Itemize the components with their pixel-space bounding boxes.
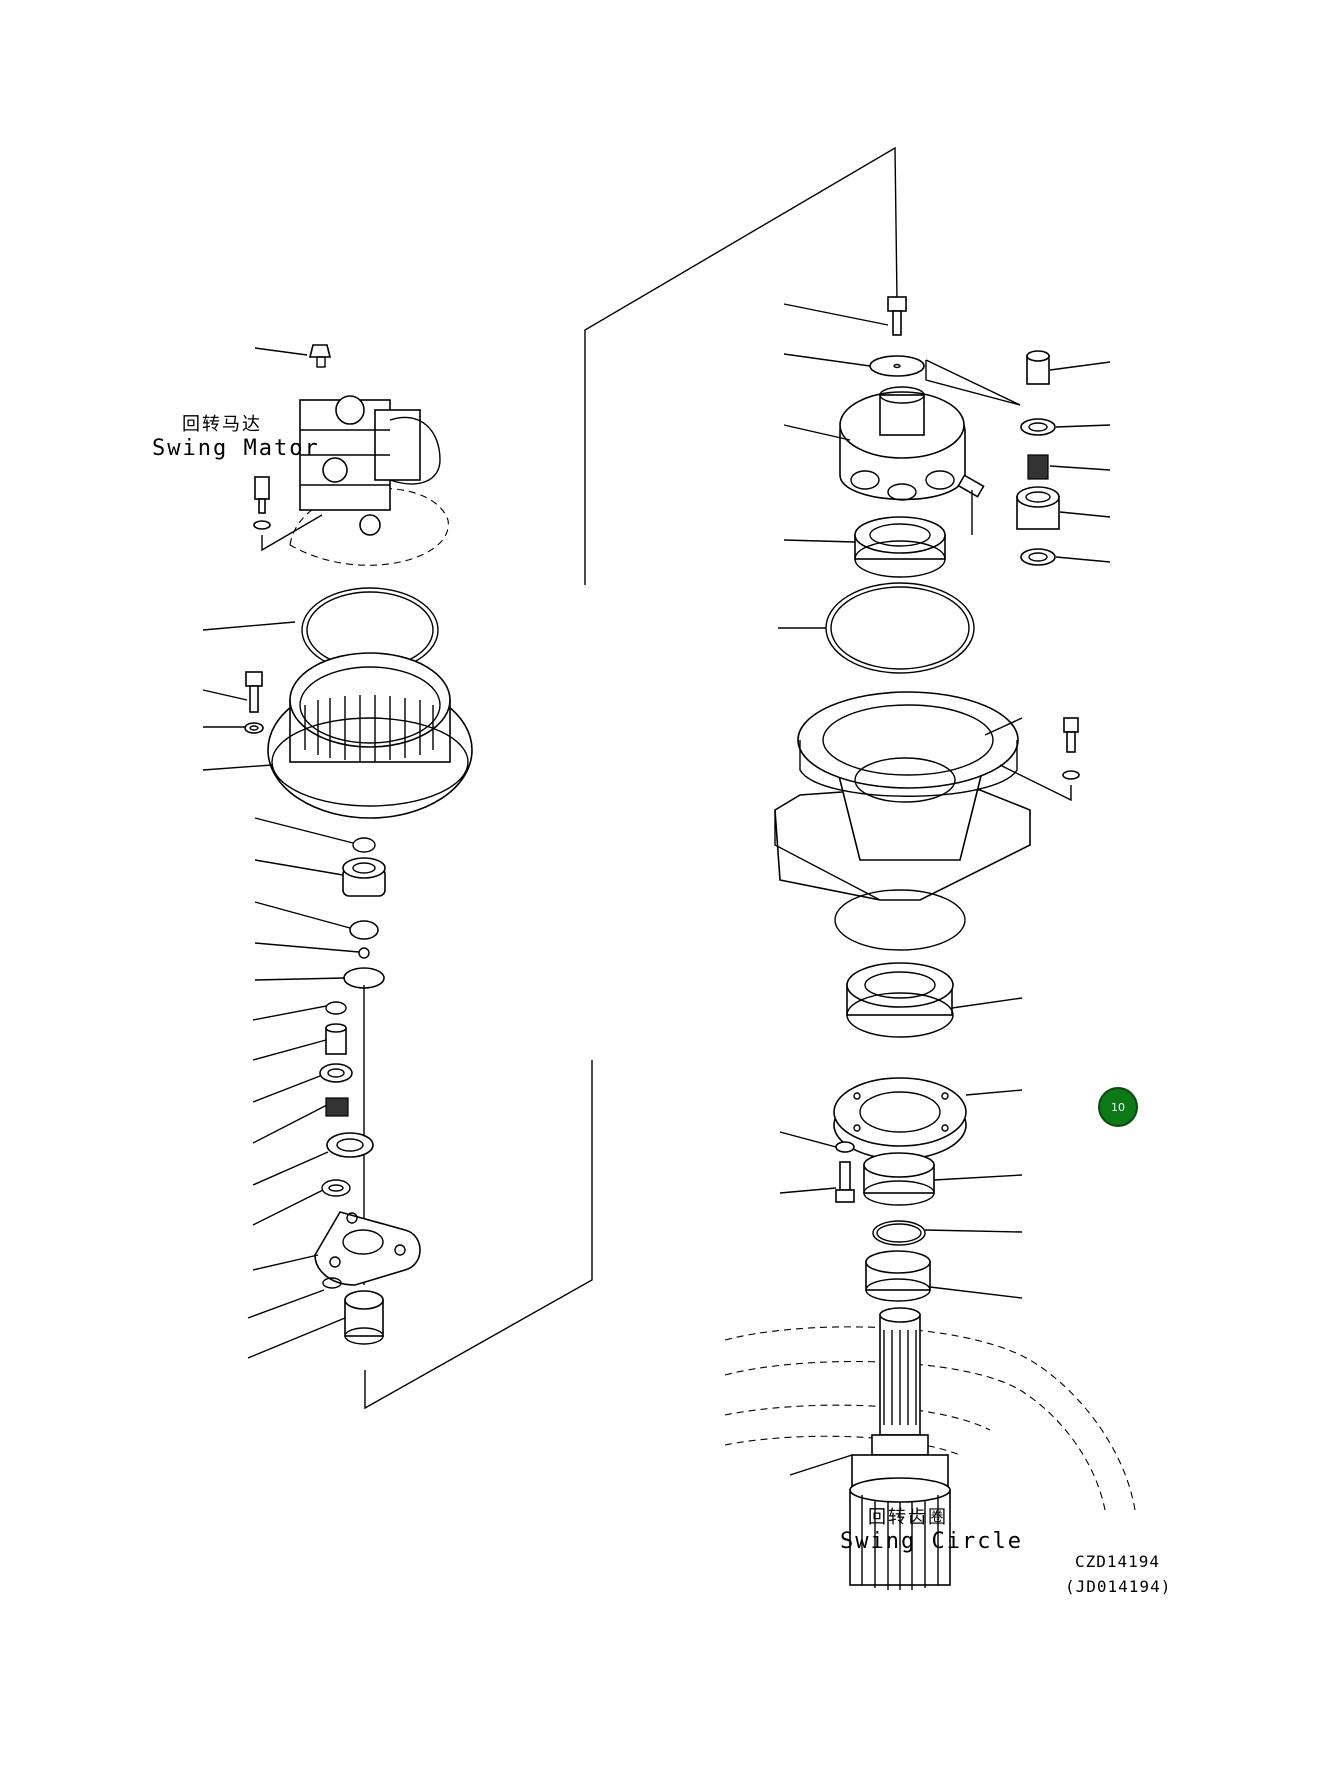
planet-carrier-left bbox=[314, 1211, 421, 1345]
drawing-code-alt: (JD014194) bbox=[1065, 1577, 1172, 1596]
swing-machinery-housing bbox=[774, 691, 1080, 951]
o-ring-large-right bbox=[825, 582, 975, 674]
bearing-upper-right bbox=[854, 516, 946, 578]
right-small-parts bbox=[1016, 350, 1060, 566]
carrier-bolt bbox=[869, 296, 925, 377]
right-leader-lines bbox=[778, 303, 1111, 1476]
ring-gear-bolt bbox=[244, 671, 264, 734]
swing-circle bbox=[724, 1326, 1136, 1511]
swing-motor-label-en: Swing Mator bbox=[152, 436, 320, 461]
assembly-connector-lines bbox=[364, 146, 898, 1410]
retainer-flange bbox=[833, 1077, 967, 1160]
swing-circle-label-cn: 回转齿圈 bbox=[868, 1507, 948, 1528]
planet-carrier-right bbox=[839, 359, 1021, 501]
swing-pinion-shaft bbox=[849, 1307, 951, 1590]
flange-bolt bbox=[835, 1141, 855, 1203]
left-stack-parts bbox=[319, 837, 386, 1285]
left-leader-lines bbox=[202, 347, 360, 1359]
page-number-badge[interactable]: 10 bbox=[1098, 1087, 1138, 1127]
drawing-code: CZD14194 bbox=[1075, 1552, 1161, 1571]
ring-gear-housing bbox=[267, 652, 473, 819]
swing-motor bbox=[253, 344, 449, 566]
bearing-lower-right bbox=[846, 962, 954, 1038]
seal-rings bbox=[863, 1152, 935, 1302]
swing-circle-label-en: Swing Circle bbox=[840, 1529, 1023, 1554]
swing-motor-label-cn: 回转马达 bbox=[182, 414, 262, 435]
